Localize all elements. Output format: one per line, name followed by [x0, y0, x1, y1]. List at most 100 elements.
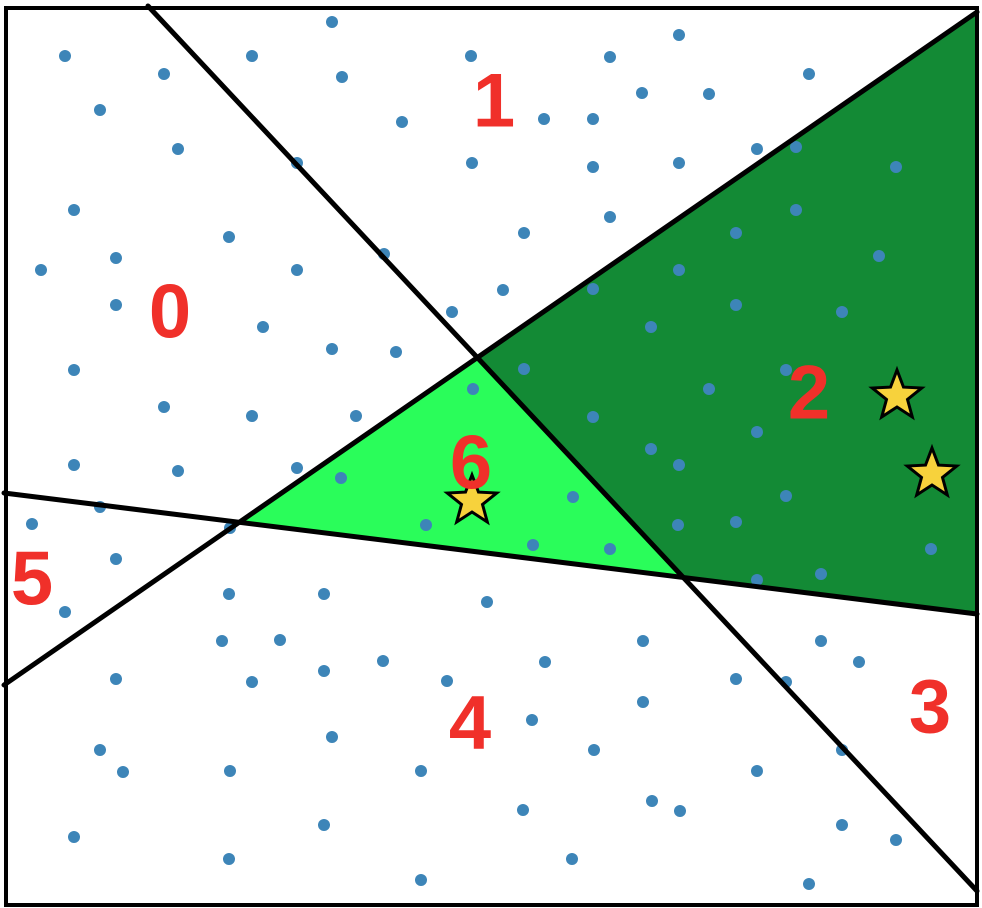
cut-line-diagonal-b [1, 9, 980, 688]
sample-point [637, 696, 649, 708]
sample-point [216, 635, 228, 647]
sample-point [223, 853, 235, 865]
sample-point [336, 71, 348, 83]
sample-point [673, 459, 685, 471]
sample-point [172, 143, 184, 155]
sample-point [538, 113, 550, 125]
sample-point [890, 834, 902, 846]
sample-point [467, 383, 479, 395]
sample-point [446, 306, 458, 318]
sample-point [604, 211, 616, 223]
sample-point [604, 543, 616, 555]
sample-point [110, 553, 122, 565]
sample-point [335, 472, 347, 484]
sample-point [172, 465, 184, 477]
sample-point [415, 765, 427, 777]
sample-point [465, 50, 477, 62]
sample-point [59, 50, 71, 62]
sample-point [318, 588, 330, 600]
sample-point [751, 426, 763, 438]
sample-point [274, 634, 286, 646]
sample-point [803, 68, 815, 80]
sample-point [35, 264, 47, 276]
partition-lines [1, 3, 980, 894]
sample-point [730, 673, 742, 685]
sample-point [730, 516, 742, 528]
sample-points [26, 16, 937, 890]
sample-point [377, 655, 389, 667]
sample-point [110, 252, 122, 264]
sample-point [291, 264, 303, 276]
sample-point [730, 299, 742, 311]
sample-point [68, 204, 80, 216]
sample-point [604, 51, 616, 63]
region-label-5: 5 [11, 537, 53, 622]
star-icon [868, 365, 926, 421]
sample-point [68, 831, 80, 843]
region-label-3: 3 [909, 665, 951, 750]
sample-point [890, 161, 902, 173]
sample-point [481, 596, 493, 608]
sample-point [646, 795, 658, 807]
sample-point [539, 656, 551, 668]
sample-point [836, 819, 848, 831]
sample-point [674, 805, 686, 817]
sample-point [673, 264, 685, 276]
sample-point [925, 543, 937, 555]
sample-point [780, 490, 792, 502]
sample-point [158, 68, 170, 80]
sample-point [803, 878, 815, 890]
sample-point [637, 635, 649, 647]
sample-point [420, 519, 432, 531]
sample-point [780, 364, 792, 376]
sample-point [587, 283, 599, 295]
sample-point [68, 459, 80, 471]
sample-point [673, 29, 685, 41]
sample-point [326, 343, 338, 355]
sample-point [94, 104, 106, 116]
star-icon [903, 443, 961, 499]
sample-point [224, 765, 236, 777]
sample-point [815, 568, 827, 580]
sample-point [396, 116, 408, 128]
region-labels: 0 1 2 3 4 5 6 [11, 59, 951, 766]
sample-point [751, 574, 763, 586]
sample-point [836, 306, 848, 318]
sample-point [518, 227, 530, 239]
sample-point [645, 443, 657, 455]
sample-point [790, 204, 802, 216]
sample-point [790, 141, 802, 153]
sample-point [441, 675, 453, 687]
sample-point [526, 714, 538, 726]
sample-point [390, 346, 402, 358]
sample-point [517, 804, 529, 816]
sample-point [110, 299, 122, 311]
sample-point [518, 363, 530, 375]
sample-point [291, 462, 303, 474]
sample-point [587, 161, 599, 173]
star-markers [443, 365, 961, 526]
region-label-6: 6 [450, 421, 492, 506]
region-label-4: 4 [449, 681, 491, 766]
sample-point [751, 765, 763, 777]
sample-point [636, 87, 648, 99]
sample-point [318, 819, 330, 831]
sample-point [117, 766, 129, 778]
sample-point [672, 519, 684, 531]
sample-point [873, 250, 885, 262]
diagram-frame [4, 6, 979, 907]
cut-line-diagonal-a [145, 3, 980, 894]
sample-point [326, 16, 338, 28]
sample-point [158, 401, 170, 413]
sample-point [703, 88, 715, 100]
sample-point [59, 606, 71, 618]
sample-point [246, 676, 258, 688]
sample-point [415, 874, 427, 886]
sample-point [853, 656, 865, 668]
sample-point [110, 673, 122, 685]
star-icon [443, 470, 501, 526]
sample-point [703, 383, 715, 395]
sample-point [466, 157, 478, 169]
sample-point [645, 321, 657, 333]
